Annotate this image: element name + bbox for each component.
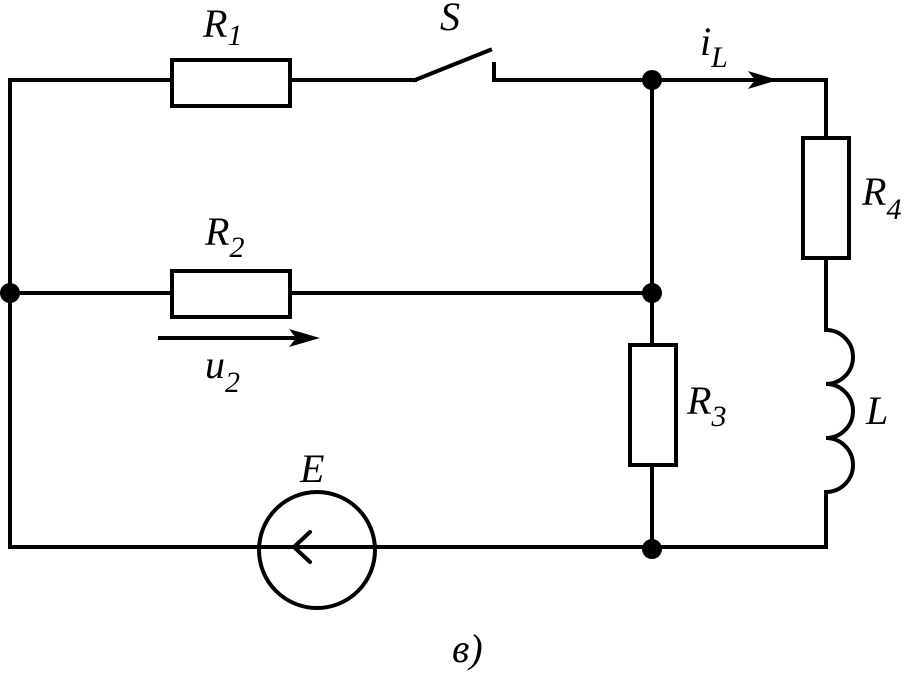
label-l: L: [865, 388, 888, 433]
inductor-l: [823, 327, 855, 495]
source-circle: [257, 490, 377, 610]
label-r3: R3: [686, 378, 726, 433]
label-r4: R4: [861, 169, 901, 226]
label-e: E: [299, 446, 324, 491]
label-il: iL: [700, 19, 728, 74]
resistor-r1: [170, 58, 292, 108]
current-arrow-il-icon: [748, 71, 778, 89]
switch-blade: [412, 47, 493, 83]
u2-arrow-head-icon: [289, 329, 320, 347]
voltage-source-e: [256, 490, 378, 610]
junction-dot: [642, 70, 662, 90]
source-arrow-icon: [292, 530, 312, 564]
label-r2: R2: [204, 209, 244, 264]
junction-dot: [642, 283, 662, 303]
resistor-r4: [801, 136, 851, 260]
label-s: S: [440, 0, 460, 39]
figure-caption: в): [452, 626, 483, 671]
voltage-arrow-u2: [158, 329, 320, 347]
label-r1: R1: [202, 1, 242, 52]
resistor-r2: [170, 269, 292, 319]
label-u2: u2: [205, 342, 240, 399]
switch-s: [412, 47, 496, 83]
resistor-r3: [628, 343, 678, 467]
junction-dot: [642, 539, 662, 559]
wires: [8, 78, 828, 549]
junction-dot: [0, 283, 20, 303]
